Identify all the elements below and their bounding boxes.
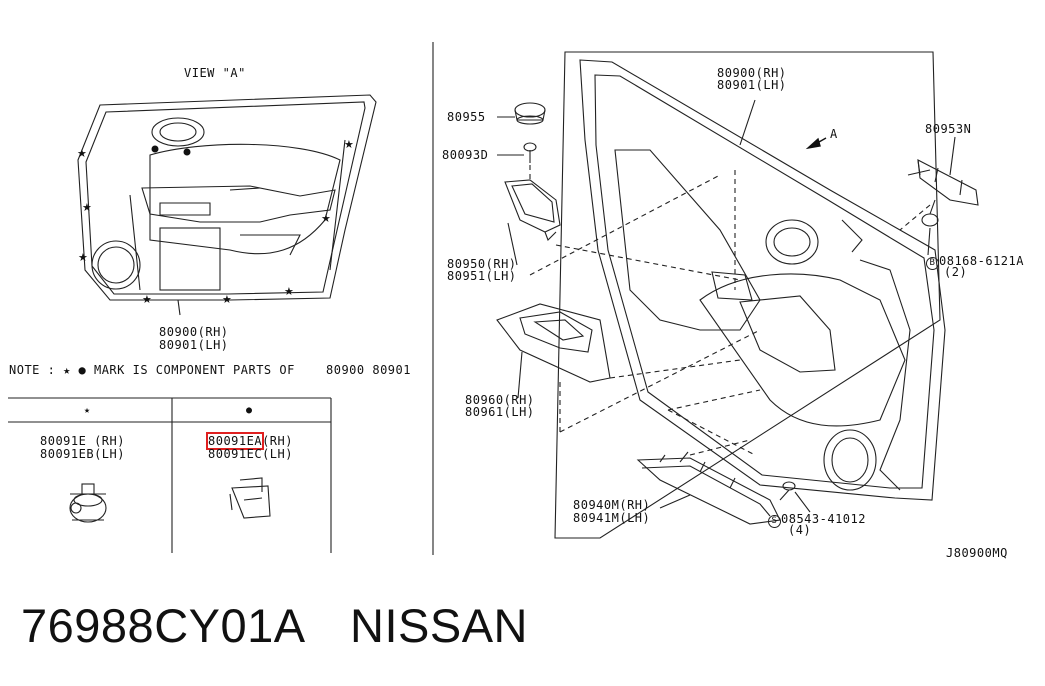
svg-text:★: ★: [142, 293, 152, 306]
callout-80955: 80955: [447, 110, 486, 124]
arrow-a-label: A: [830, 127, 838, 141]
svg-text:★: ★: [78, 251, 88, 264]
armrest-80940m-drawing: [636, 451, 781, 525]
view-a-part-rh: 80900(RH): [159, 325, 229, 339]
callout-80900-rh: 80900(RH): [717, 66, 787, 80]
bolt-symbol: B: [926, 257, 939, 270]
clip-star-drawing: [69, 483, 107, 523]
table-star-header: ★: [84, 405, 91, 416]
svg-text:★: ★: [321, 212, 331, 225]
callout-80953n: 80953N: [925, 122, 972, 136]
callout-80940m-rh: 80940M(RH): [573, 498, 651, 512]
component-table: [8, 397, 332, 553]
highlighted-part-number[interactable]: 80091EA: [205, 432, 265, 450]
view-a-part-lh: 80901(LH): [159, 338, 229, 352]
bolt-drawing: [921, 199, 939, 227]
callout-80960-rh: 80960(RH): [465, 393, 535, 407]
note-parts: 80900 80901: [326, 363, 411, 377]
view-a-label: VIEW "A": [184, 66, 246, 80]
diagram-code: J80900MQ: [946, 546, 1008, 560]
svg-text:★: ★: [284, 285, 294, 298]
screw-08543-drawing: [779, 481, 796, 501]
note-text: NOTE : ★ ● MARK IS COMPONENT PARTS OF: [9, 363, 295, 377]
dashed-guides: [529, 165, 931, 456]
callout-80961-lh: 80961(LH): [465, 405, 535, 419]
leader-lines: [177, 99, 956, 513]
callout-80941m-lh: 80941M(LH): [573, 511, 651, 525]
footer-brand: NISSAN: [350, 599, 528, 652]
view-a-door-panel: [77, 94, 377, 301]
clip-80091ea-rh: 80091EA(RH): [205, 432, 293, 450]
table-dot-header: ●: [246, 405, 253, 416]
cap-80955-drawing: [514, 102, 546, 125]
callout-bolt-qty: (2): [944, 265, 968, 279]
svg-text:★: ★: [344, 138, 354, 151]
clip-80091ec-lh: 80091EC(LH): [208, 447, 293, 461]
screw-80093d-drawing: [523, 142, 537, 163]
bracket-80953n-drawing: [907, 159, 979, 206]
clip-80091e-rh: 80091E (RH): [40, 434, 125, 448]
main-outline-frame: [554, 51, 941, 539]
callout-80951-lh: 80951(LH): [447, 269, 517, 283]
svg-text:★: ★: [82, 201, 92, 214]
svg-text:★: ★: [222, 293, 232, 306]
callout-80950-rh: 80950(RH): [447, 257, 517, 271]
handle-cup-80950-drawing: [504, 179, 561, 241]
clip-80091eb-lh: 80091EB(LH): [40, 447, 125, 461]
svg-text:★: ★: [77, 147, 87, 160]
view-arrow: [805, 137, 827, 150]
clip-dot-drawing: [229, 477, 271, 519]
main-door-trim: [579, 59, 946, 501]
switch-bezel-80960-drawing: [496, 303, 611, 383]
screw-symbol: S: [768, 515, 781, 528]
callout-screw-qty: (4): [788, 523, 812, 537]
callout-80093d: 80093D: [442, 148, 489, 162]
callout-80901-lh: 80901(LH): [717, 78, 787, 92]
view-a-markers: ★ ★ ★ ★ ★ ★ ★ ★: [77, 138, 354, 306]
footer-part-number: 76988CY01A: [21, 599, 306, 652]
